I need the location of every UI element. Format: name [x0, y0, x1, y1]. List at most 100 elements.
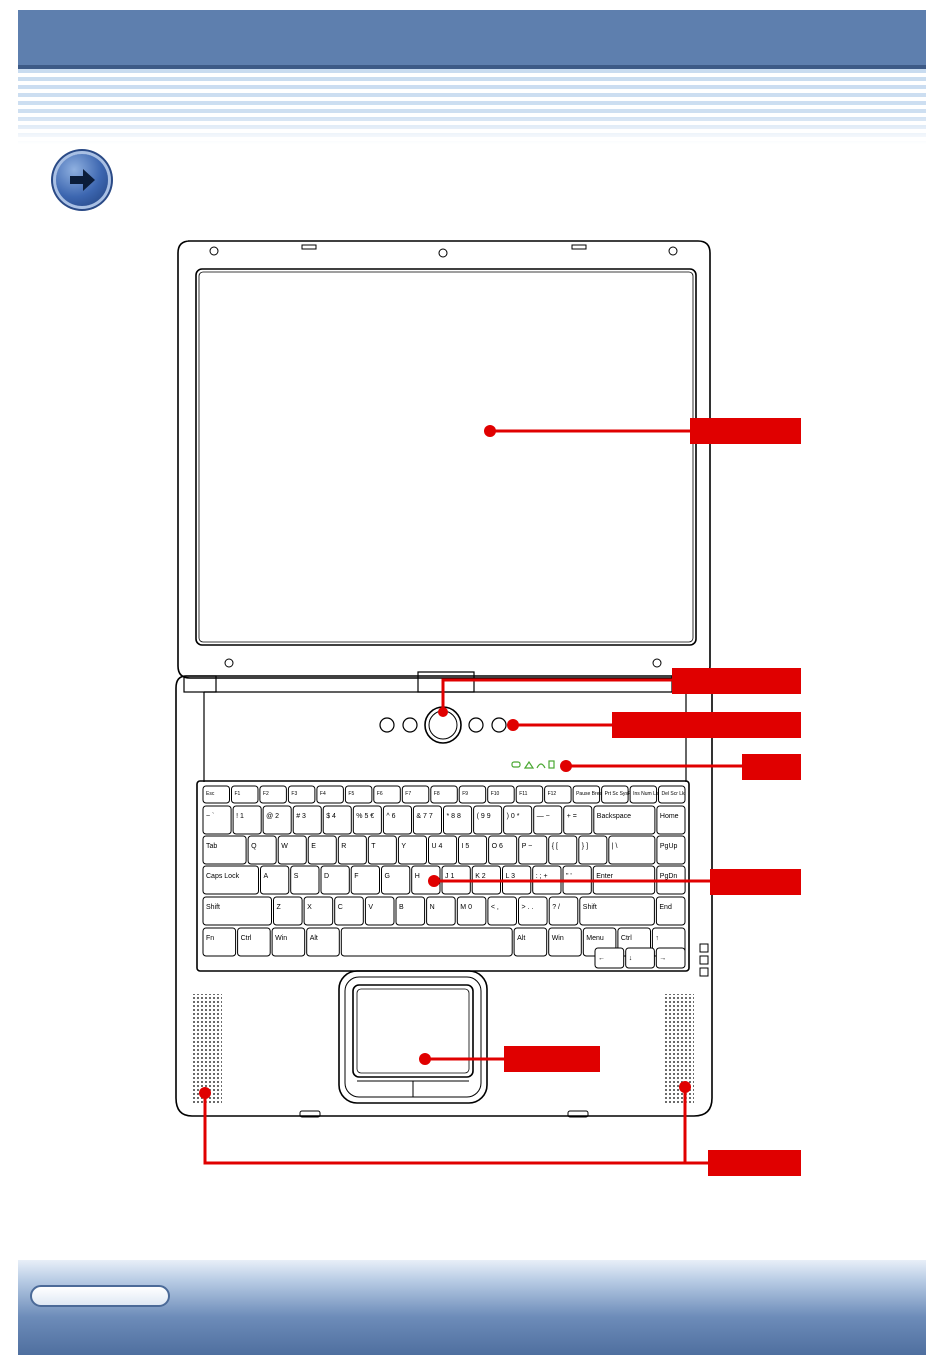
keyboard-key[interactable] [563, 805, 593, 835]
screw [652, 658, 662, 668]
keyboard-key[interactable] [443, 805, 473, 835]
keyboard-key[interactable] [473, 805, 503, 835]
keyboard-key[interactable] [350, 865, 381, 895]
keyboard-key[interactable] [340, 927, 513, 957]
keyboard-key-label: Backspace [597, 813, 631, 820]
keyboard-key[interactable] [656, 805, 686, 835]
keyboard-key[interactable] [533, 805, 563, 835]
keyboard-key[interactable] [397, 835, 427, 865]
keyboard-key[interactable] [601, 785, 629, 804]
keyboard-key[interactable] [548, 896, 579, 926]
keyboard-key[interactable] [202, 896, 272, 926]
keyboard-key-label: C [338, 904, 343, 911]
keyboard-key[interactable] [306, 927, 340, 957]
keyboard-key-label: < , [491, 904, 499, 911]
keyboard-key[interactable] [334, 896, 364, 926]
keyboard-key[interactable] [262, 805, 292, 835]
keyboard-key[interactable] [488, 835, 518, 865]
keyboard-key[interactable] [458, 835, 488, 865]
quick-button[interactable] [468, 717, 484, 733]
keyboard-key-label: Pause Break [576, 791, 605, 797]
speaker-left [192, 994, 222, 1104]
keyboard-key[interactable] [273, 896, 303, 926]
keyboard-key[interactable] [487, 785, 515, 804]
keyboard-key[interactable] [456, 896, 487, 926]
keyboard-key-label: J 1 [445, 873, 454, 880]
keyboard-key[interactable] [202, 835, 247, 865]
keyboard-key-label: F7 [405, 791, 411, 797]
keyboard-key[interactable] [518, 896, 548, 926]
keyboard-key[interactable] [364, 896, 395, 926]
keyboard-key[interactable] [202, 927, 237, 957]
keyboard-key[interactable] [303, 896, 334, 926]
keyboard-key[interactable] [608, 835, 656, 865]
keyboard-key[interactable] [247, 835, 277, 865]
keyboard-key[interactable] [344, 785, 373, 804]
keyboard-key[interactable] [655, 947, 686, 969]
keyboard-key[interactable] [579, 896, 655, 926]
foot [567, 1110, 589, 1118]
keyboard-key-label: X [307, 904, 312, 911]
keyboard-key[interactable] [487, 896, 517, 926]
lcd-screen-inner [198, 271, 694, 643]
keyboard-key[interactable] [655, 896, 686, 926]
keyboard-key[interactable] [352, 805, 382, 835]
quick-button[interactable] [402, 717, 418, 733]
keyboard-key[interactable] [458, 785, 487, 804]
keyboard-key[interactable] [658, 785, 686, 804]
keyboard-key[interactable] [260, 865, 290, 895]
wifi-icon [536, 763, 546, 769]
keyboard-key[interactable] [513, 927, 548, 957]
keyboard-key[interactable] [237, 927, 271, 957]
screw [209, 246, 219, 256]
keyboard-key[interactable] [426, 896, 456, 926]
keyboard-key[interactable] [316, 785, 344, 804]
keyboard-key[interactable] [625, 947, 655, 969]
keyboard-key-label: F8 [434, 791, 440, 797]
keyboard-key[interactable] [572, 785, 601, 804]
keyboard-key[interactable] [503, 805, 533, 835]
quick-button[interactable] [379, 717, 395, 733]
keyboard-key[interactable] [656, 835, 686, 865]
keyboard-key[interactable] [428, 835, 458, 865]
keyboard-key-label: | \ [612, 843, 618, 850]
keyboard-key[interactable] [202, 805, 232, 835]
touchpad[interactable] [352, 984, 474, 1078]
keyboard-key[interactable] [629, 785, 658, 804]
keyboard-key[interactable] [287, 785, 316, 804]
keyboard-key[interactable] [544, 785, 572, 804]
keyboard-key[interactable] [232, 805, 262, 835]
keyboard-key[interactable] [412, 805, 442, 835]
keyboard-key[interactable] [202, 865, 259, 895]
quick-button[interactable] [491, 717, 507, 733]
keyboard-key[interactable] [292, 805, 322, 835]
keyboard-key-label: Ctrl [621, 935, 632, 942]
keyboard-key[interactable] [593, 805, 656, 835]
keyboard-key[interactable] [395, 896, 426, 926]
keyboard-key[interactable] [382, 805, 412, 835]
keyboard-key[interactable] [578, 835, 608, 865]
callout-line-speakers [203, 1094, 710, 1165]
keyboard-key[interactable] [381, 865, 411, 895]
keyboard-key[interactable] [320, 865, 350, 895]
keyboard-key[interactable] [259, 785, 287, 804]
keyboard-key[interactable] [518, 835, 548, 865]
keyboard-key[interactable] [548, 835, 578, 865]
keyboard-frame [196, 780, 690, 972]
keyboard-key[interactable] [271, 927, 306, 957]
keyboard-key[interactable] [202, 785, 230, 804]
keyboard-key[interactable] [277, 835, 307, 865]
keyboard-key[interactable] [548, 927, 582, 957]
keyboard-key[interactable] [231, 785, 259, 804]
keyboard-key[interactable] [307, 835, 337, 865]
keyboard-key[interactable] [367, 835, 397, 865]
battery-icon [511, 761, 521, 768]
keyboard-key[interactable] [515, 785, 544, 804]
keyboard-key[interactable] [401, 785, 430, 804]
keyboard-key[interactable] [594, 947, 625, 969]
keyboard-key[interactable] [322, 805, 352, 835]
keyboard-key[interactable] [430, 785, 458, 804]
keyboard-key[interactable] [373, 785, 401, 804]
keyboard-key[interactable] [337, 835, 367, 865]
keyboard-key[interactable] [290, 865, 320, 895]
